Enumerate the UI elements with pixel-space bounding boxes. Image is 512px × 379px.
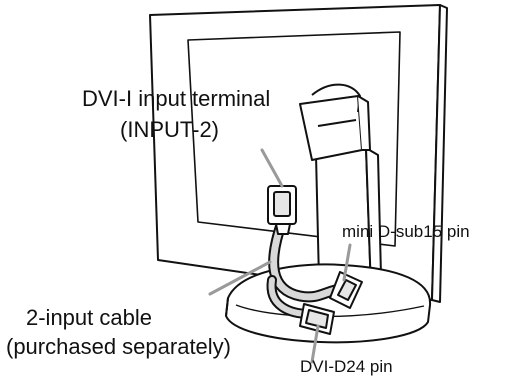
mini-dsub15-pin-label: mini D-sub15 pin [342,222,470,241]
dvi-i-input-terminal-label: DVI-I input terminal [82,86,271,111]
leader-lines [208,148,352,364]
dvi-d24-pin-label: DVI-D24 pin [300,357,393,376]
purchased-separately-label: (purchased separately) [6,334,232,359]
leader-dvi-input [260,148,284,188]
leader-dvi-d24 [310,324,320,364]
monitor-back-panel [149,4,448,303]
input-2-label: (INPUT-2) [120,117,219,142]
leader-mini-dsub [342,243,352,282]
dvi-i-connector [267,185,297,235]
two-input-cable-label: 2-input cable [26,305,152,330]
dvi-d24-connector [299,303,335,335]
mini-dsub-connector [329,271,363,309]
leader-cable [208,260,272,296]
